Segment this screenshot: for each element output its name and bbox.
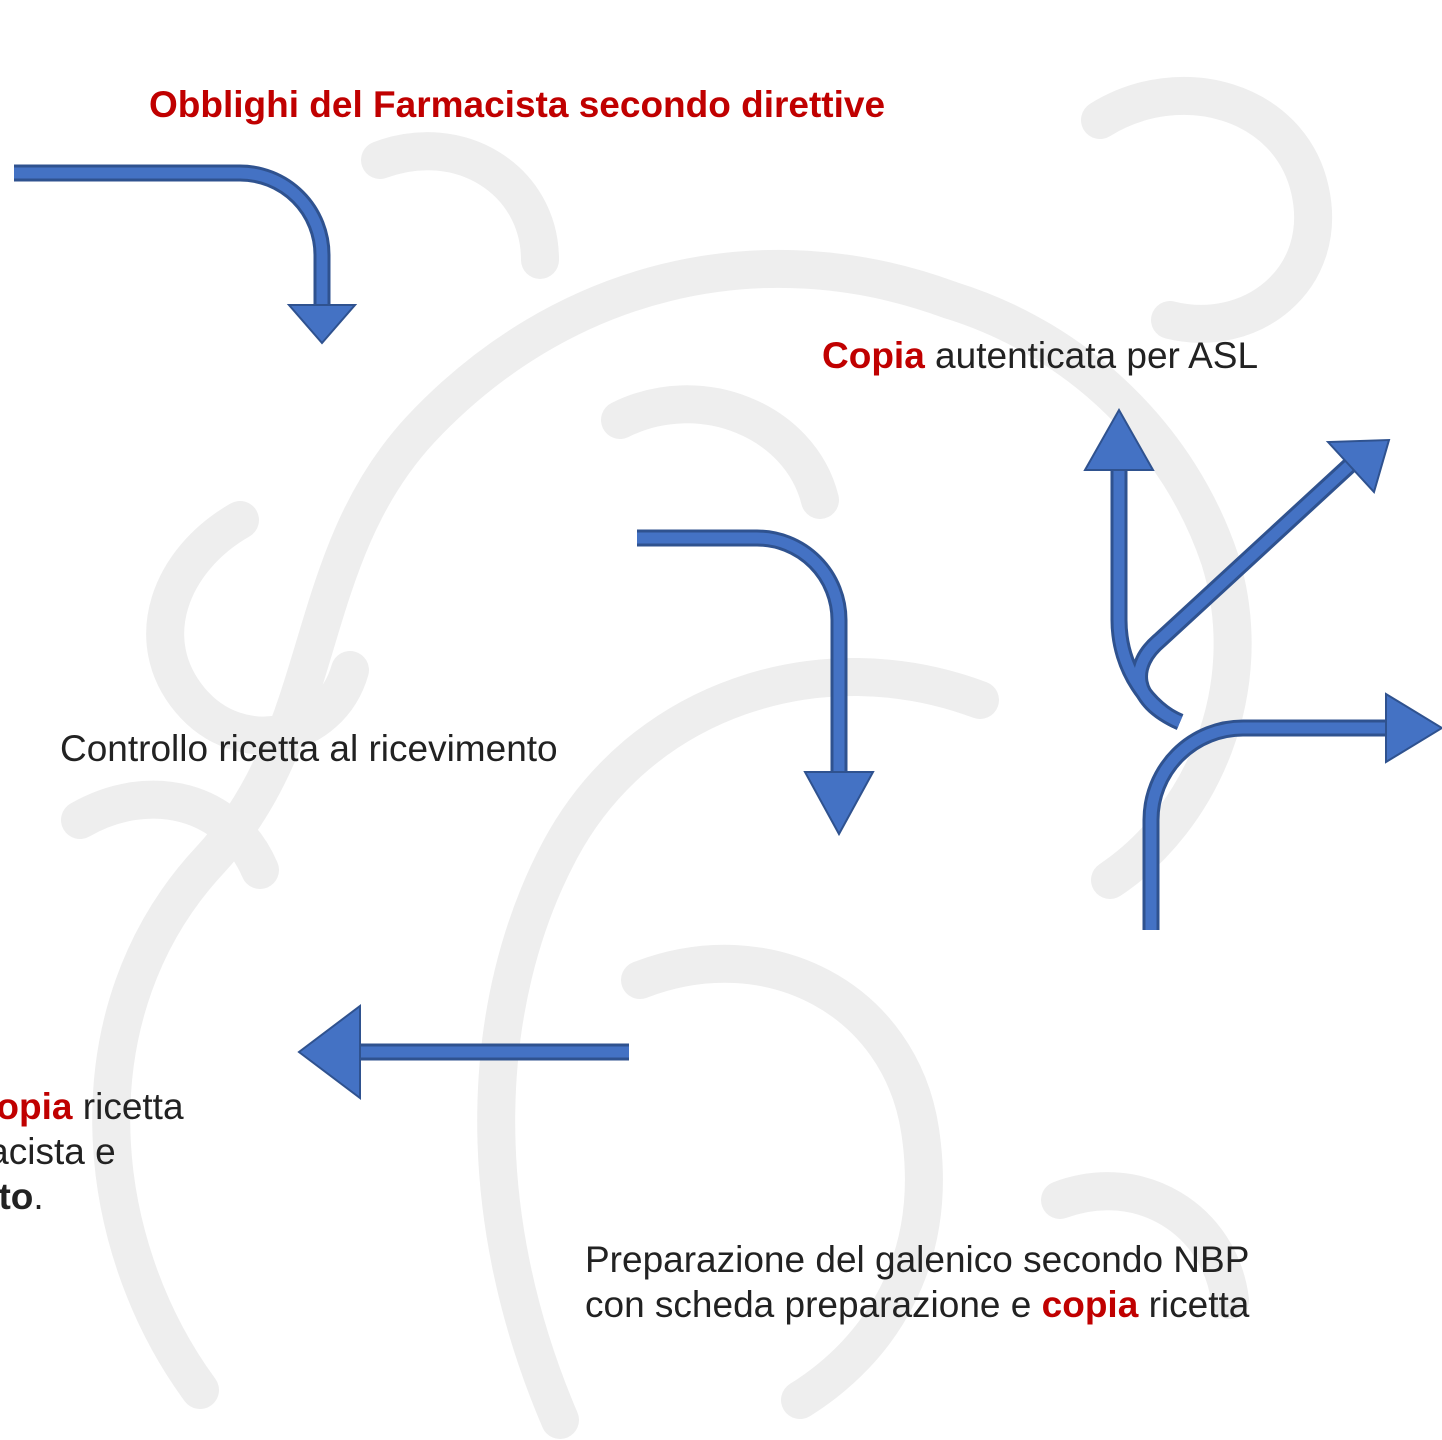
preparazione-label: Preparazione del galenico secondo NBP co…: [585, 1239, 1250, 1326]
arrow-split-three-way-icon: [1083, 407, 1442, 930]
arrow-down-curved-1-icon: [14, 164, 358, 345]
arrow-down-curved-2-icon: [637, 529, 875, 837]
copia-autenticata-label: Copia autenticata per ASL: [822, 335, 1259, 376]
left-cut-label: n copia ricetta rmacista e pleto.: [0, 1084, 184, 1219]
copia-highlight: Copia: [822, 335, 925, 376]
copia-highlight: copia: [0, 1086, 73, 1127]
diagram-title: Obblighi del Farmacista secondo direttiv…: [149, 84, 886, 125]
controllo-ricetta-label: Controllo ricetta al ricevimento: [60, 728, 558, 769]
arrow-left-icon: [297, 1003, 629, 1101]
copia-highlight: copia: [1041, 1284, 1139, 1326]
